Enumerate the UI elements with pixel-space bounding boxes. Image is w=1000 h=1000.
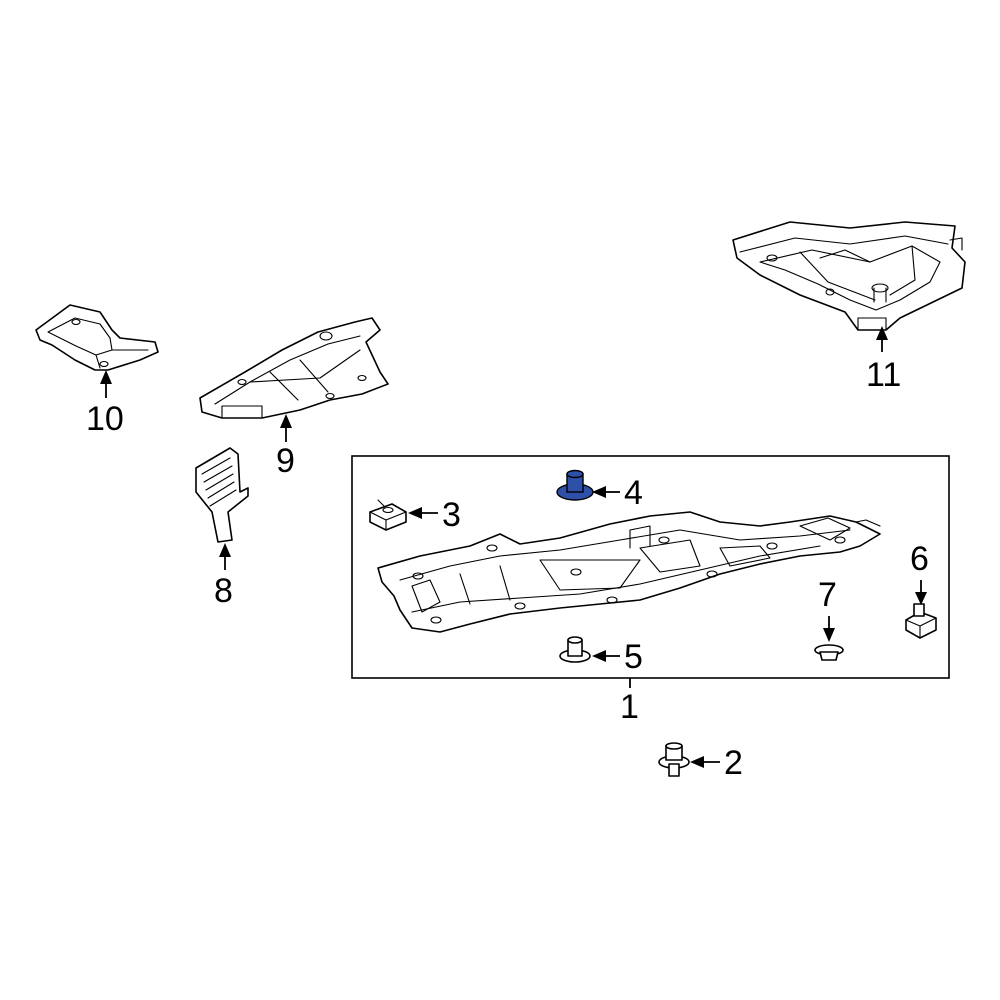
arrow-3 <box>408 507 422 519</box>
callout-4: 4 <box>624 474 643 512</box>
arrow-9 <box>280 414 292 428</box>
callout-6: 6 <box>910 540 929 578</box>
callout-1: 1 <box>620 688 639 726</box>
retainer-icon <box>556 469 594 501</box>
part-7-fastener[interactable] <box>814 644 844 661</box>
assembly-frame <box>351 455 950 679</box>
callout-9: 9 <box>276 442 295 480</box>
arrow-7 <box>823 628 835 642</box>
part-5-retainer[interactable] <box>559 636 591 663</box>
part-6-clip[interactable] <box>905 603 937 639</box>
arrow-2 <box>690 756 704 768</box>
fastener-icon <box>814 644 844 661</box>
part-9-shield[interactable] <box>199 317 389 419</box>
part-2-bolt[interactable] <box>658 742 690 777</box>
callout-5: 5 <box>624 638 643 676</box>
part-3-clip[interactable] <box>369 499 407 531</box>
arrow-10 <box>100 370 112 384</box>
callout-10: 10 <box>86 400 124 438</box>
arrow-5 <box>592 650 606 662</box>
arrow-6 <box>915 592 927 605</box>
clip-icon <box>369 499 407 531</box>
callout-7: 7 <box>818 576 837 614</box>
arrow-11 <box>876 326 888 340</box>
arrow-4 <box>592 486 606 498</box>
part-11-shield[interactable] <box>732 221 966 331</box>
callout-2: 2 <box>724 744 743 782</box>
callout-3: 3 <box>442 496 461 534</box>
part-1-under-cover[interactable] <box>377 511 881 633</box>
part-10-shield[interactable] <box>35 304 159 371</box>
bolt-icon <box>658 742 690 777</box>
callout-8: 8 <box>214 572 233 610</box>
callout-11: 11 <box>866 356 901 394</box>
part-4-retainer[interactable] <box>556 469 594 501</box>
arrow-8 <box>219 543 231 557</box>
retainer-icon <box>559 636 591 663</box>
clip-icon <box>905 603 937 639</box>
part-8-deflector[interactable] <box>195 447 249 543</box>
